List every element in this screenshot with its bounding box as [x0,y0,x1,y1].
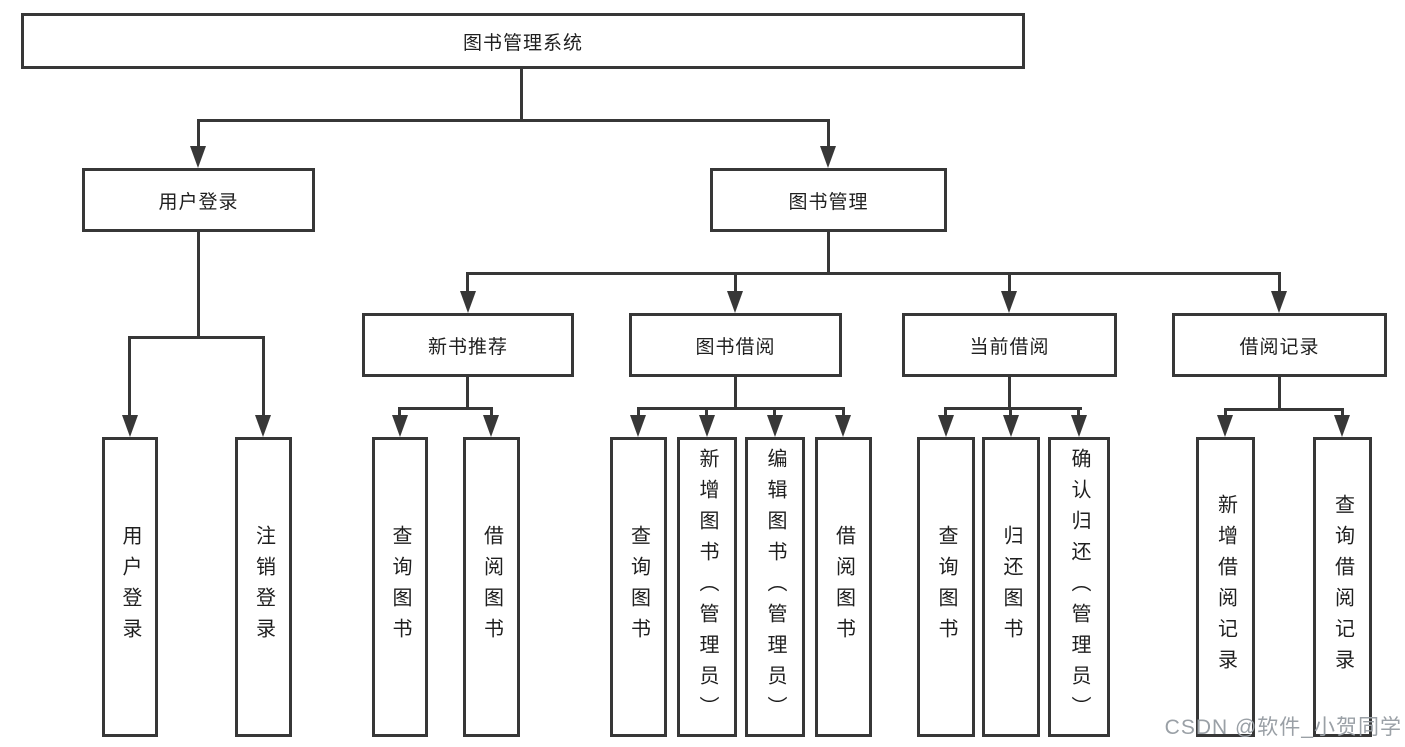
connector-vline [1278,377,1281,408]
leaf-nb-borrow-books: 借阅图书 [463,437,520,737]
node-root: 图书管理系统 [21,13,1025,69]
connector-vline [1077,407,1080,415]
node-borrowing-records: 借阅记录 [1172,313,1387,377]
arrowhead [699,415,715,437]
connector-vline [637,407,640,415]
arrowhead [1271,291,1287,313]
connector-vline [1341,408,1344,415]
arrowhead [255,415,271,437]
arrowhead [1003,415,1019,437]
connector-vline [490,407,493,415]
connector-vline [705,407,708,415]
arrowhead [727,291,743,313]
connector-hline [398,407,493,410]
node-current-borrowing: 当前借阅 [902,313,1117,377]
leaf-cb-query-books: 查询图书 [917,437,975,737]
node-new-book-recommend: 新书推荐 [362,313,574,377]
arrowhead [1217,415,1233,437]
connector-hline [1224,408,1344,411]
arrowhead [460,291,476,313]
connector-vline [734,272,737,291]
connector-vline [197,232,200,336]
node-book-management: 图书管理 [710,168,947,232]
leaf-logout: 注销登录 [235,437,292,737]
connector-vline [734,377,737,407]
arrowhead [1001,291,1017,313]
arrowhead [122,415,138,437]
arrowhead [1334,415,1350,437]
connector-vline [1224,408,1227,415]
connector-vline [520,69,523,119]
leaf-user-login: 用户登录 [102,437,158,737]
node-book-borrowing: 图书借阅 [629,313,842,377]
leaf-br-add-record: 新增借阅记录 [1196,437,1255,737]
connector-vline [197,119,200,146]
leaf-nb-query-books: 查询图书 [372,437,428,737]
arrowhead [1071,415,1087,437]
connector-hline [466,272,1281,275]
arrowhead [820,146,836,168]
arrowhead [190,146,206,168]
leaf-cb-confirm-return: 确认归还（管理员） [1048,437,1110,737]
connector-vline [944,407,947,415]
connector-vline [128,336,131,415]
arrowhead [483,415,499,437]
arrowhead [630,415,646,437]
leaf-bb-edit-books: 编辑图书（管理员） [745,437,805,737]
leaf-br-query-record: 查询借阅记录 [1313,437,1372,737]
arrowhead [835,415,851,437]
connector-hline [197,119,830,122]
connector-hline [944,407,1082,410]
connector-vline [398,407,401,415]
connector-vline [1009,407,1012,415]
node-user-login: 用户登录 [82,168,315,232]
leaf-bb-query-books: 查询图书 [610,437,667,737]
connector-vline [1008,377,1011,407]
connector-vline [466,272,469,291]
leaf-bb-add-books: 新增图书（管理员） [677,437,737,737]
connector-vline [827,119,830,146]
connector-vline [773,407,776,415]
arrowhead [392,415,408,437]
arrowhead [938,415,954,437]
connector-hline [637,407,845,410]
csdn-watermark: CSDN @软件_小贺同学 [1164,716,1402,739]
leaf-bb-borrow-books: 借阅图书 [815,437,872,737]
connector-vline [842,407,845,415]
connector-vline [827,232,830,272]
leaf-cb-return-books: 归还图书 [982,437,1040,737]
connector-vline [1278,272,1281,291]
connector-hline [128,336,265,339]
connector-vline [262,336,265,415]
connector-vline [466,377,469,407]
connector-vline [1008,272,1011,291]
arrowhead [767,415,783,437]
